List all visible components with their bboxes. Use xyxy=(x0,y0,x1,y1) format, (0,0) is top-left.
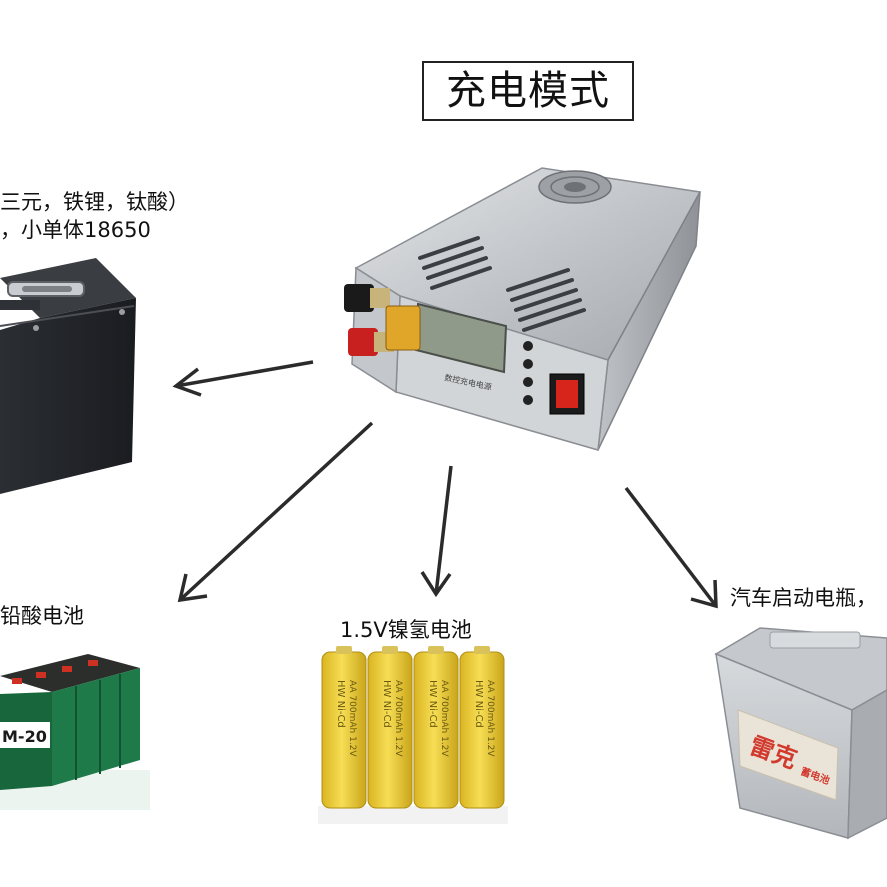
car-battery-label: 汽车启动电瓶， xyxy=(730,586,877,610)
arrow-to-lithium xyxy=(175,360,314,388)
aa-brand-1: HW Ni-Cd xyxy=(335,680,346,728)
aa-spec-4: AA 700mAh 1.2V xyxy=(485,680,495,757)
control-buttons xyxy=(523,341,533,405)
aa-cell-3: HW Ni-Cd AA 700mAh 1.2V xyxy=(413,646,459,809)
aa-cell-4: HW Ni-Cd AA 700mAh 1.2V xyxy=(459,646,505,809)
aa-brand-3: HW Ni-Cd xyxy=(427,680,438,728)
lithium-label-line2: ，小单体18650 xyxy=(0,218,151,242)
carry-handle xyxy=(7,281,85,297)
confirm-button[interactable] xyxy=(523,377,533,387)
aa-spec-2: AA 700mAh 1.2V xyxy=(393,680,403,757)
xt60-connector xyxy=(385,305,421,351)
arrow-to-nimh xyxy=(434,465,453,595)
voltage-button[interactable] xyxy=(523,341,533,351)
car-starter-battery: 雷克 蓄电池 xyxy=(714,627,887,840)
lithium-label-line1: 三元，铁锂，钛酸） xyxy=(0,190,189,214)
arrow-to-lead-acid-head xyxy=(177,573,208,603)
lead-acid-label: 铅酸电池 xyxy=(0,604,84,628)
current-button[interactable] xyxy=(523,359,533,369)
aa-cell-1: HW Ni-Cd AA 700mAh 1.2V xyxy=(321,646,367,809)
output-terminals xyxy=(344,284,421,356)
lead-model-text: M-20 xyxy=(2,727,47,746)
aa-spec-1: AA 700mAh 1.2V xyxy=(347,680,357,757)
charger-device: 数控充电电源 xyxy=(344,167,702,451)
diagram-title: 充电模式 xyxy=(422,61,634,121)
power-switch[interactable] xyxy=(549,373,585,415)
set-button[interactable] xyxy=(523,395,533,405)
arrow-to-car xyxy=(624,486,718,608)
arrow-to-car-head xyxy=(690,579,718,609)
aa-cell-2: HW Ni-Cd AA 700mAh 1.2V xyxy=(367,646,413,809)
car-battery-label-panel: 雷克 蓄电池 xyxy=(737,709,839,801)
aa-brand-2: HW Ni-Cd xyxy=(381,680,392,728)
lead-acid-battery-pack: M-20 xyxy=(0,654,150,810)
arrows xyxy=(172,360,718,609)
aa-brand-4: HW Ni-Cd xyxy=(473,680,484,728)
aa-spec-3: AA 700mAh 1.2V xyxy=(439,680,449,757)
fan-grille-icon xyxy=(538,170,612,204)
arrow-to-lead-acid xyxy=(178,421,374,602)
arrow-to-lithium-head xyxy=(172,367,202,397)
nimh-label: 1.5V镍氢电池 xyxy=(340,618,472,642)
vent-slots xyxy=(418,236,586,332)
arrow-to-nimh-head xyxy=(420,571,452,598)
lithium-battery-pack xyxy=(0,258,136,494)
aa-cells: HW Ni-Cd AA 700mAh 1.2V HW Ni-Cd AA 700m… xyxy=(318,646,508,824)
